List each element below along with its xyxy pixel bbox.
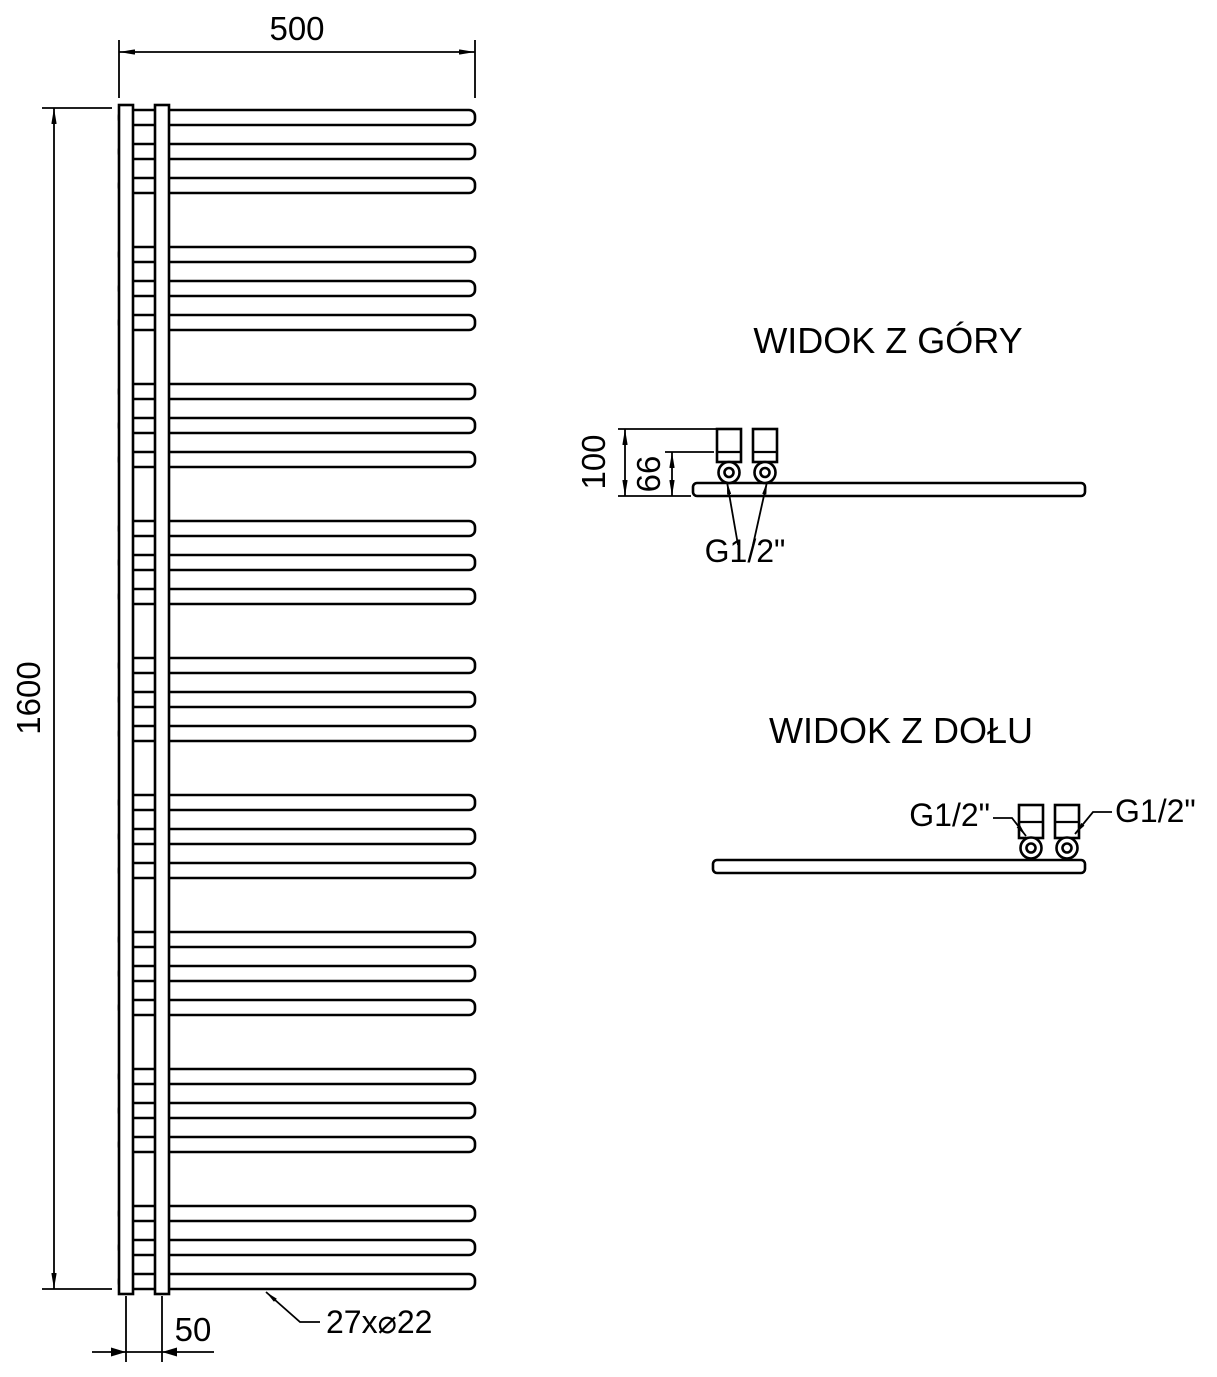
bottom-view: WIDOK Z DOŁU G1/2" G1/2" [711,710,1196,875]
top-view-title: WIDOK Z GÓRY [753,320,1022,361]
valve-left [1017,803,1045,860]
radiator-tube [117,382,477,401]
leader-line [1074,811,1112,835]
radiator-tube [117,1204,477,1223]
radiator-tube [117,416,477,435]
connection-label: G1/2" [705,533,786,569]
dimension-depth: 100 [575,428,717,497]
radiator-tube [117,142,477,161]
valve-body [715,427,743,464]
top-view: WIDOK Z GÓRY 100 66 G1 [575,320,1087,569]
radiator-tube [117,964,477,983]
dimension-arrow [162,1347,177,1357]
valve-body [751,427,779,464]
radiator-tube [117,587,477,606]
radiator-tube [117,519,477,538]
radiator-tube [117,245,477,264]
dim-offset-label: 66 [630,456,667,493]
leader-line [752,481,768,546]
valve-port-inner [1025,842,1037,854]
radiator-tube [117,1135,477,1154]
bottom-view-title: WIDOK Z DOŁU [769,710,1033,751]
radiator-tube [117,108,477,127]
dim-depth-label: 100 [575,434,612,489]
radiator-tube [117,690,477,709]
dim-height-label: 1600 [10,661,47,734]
radiator-tube [117,176,477,195]
connection-label-right: G1/2" [1115,793,1196,829]
radiator-profile-bottom [711,858,1087,875]
radiator-tube [117,1272,477,1291]
radiator-tube [117,1101,477,1120]
leader-line [265,1291,320,1323]
dimension-pipe-spacing: 50 [92,1296,214,1362]
tube-spec-callout: 27x⌀22 [265,1291,432,1340]
radiator-tubes [117,108,477,1291]
dimension-width: 500 [118,10,476,98]
front-view: 500 1600 50 27x⌀22 [10,10,477,1362]
connection-callout-right: G1/2" [1074,793,1196,835]
collector-pipe-right [153,103,171,1296]
dimension-height: 1600 [10,107,112,1290]
radiator-tube [117,861,477,880]
radiator-tube [117,313,477,332]
valve-right [751,427,779,485]
valve-port-inner [1061,842,1073,854]
radiator-tube [117,793,477,812]
radiator-tube [117,930,477,949]
dimension-axis-offset: 66 [630,451,714,496]
radiator-tube [117,998,477,1017]
valve-port-inner [723,466,735,479]
collector-pipe-left [117,103,135,1296]
radiator-tube [117,827,477,846]
radiator-tube [117,450,477,469]
connection-callout-top: G1/2" [705,481,786,569]
radiator-tube [117,656,477,675]
radiator-tube [117,724,477,743]
valve-port-inner [759,466,771,479]
dim-width-label: 500 [269,10,324,47]
valve-left [715,427,743,485]
dim-spacing-label: 50 [175,1311,212,1348]
connection-label-left: G1/2" [909,797,990,833]
radiator-tube [117,1067,477,1086]
radiator-profile-top [691,481,1087,498]
leader-line [993,817,1027,837]
radiator-tube [117,553,477,572]
valve-right [1053,803,1081,860]
tube-spec-label: 27x⌀22 [326,1304,432,1340]
radiator-tube [117,1238,477,1257]
radiator-tube [117,279,477,298]
dimension-arrow [111,1347,126,1357]
connection-callout-left: G1/2" [909,797,1027,837]
leader-line [726,481,739,546]
